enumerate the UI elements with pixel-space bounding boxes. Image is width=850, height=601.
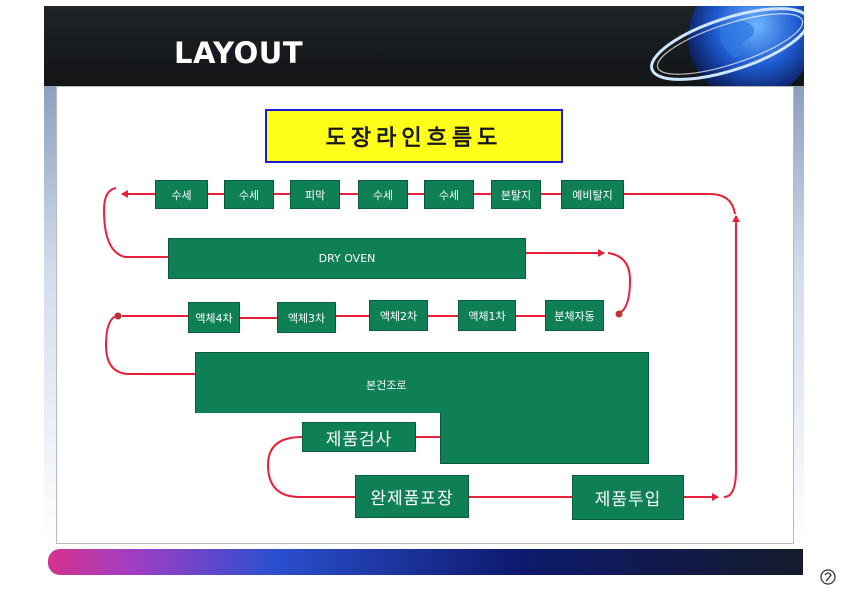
slide-title: LAYOUT bbox=[174, 36, 304, 70]
footer-bar bbox=[48, 549, 803, 575]
process-liquid-4: 액체4차 bbox=[188, 302, 240, 333]
process-inspection: 제품검사 bbox=[302, 422, 416, 452]
process-wash-3: 수세 bbox=[358, 180, 408, 209]
right-strip bbox=[792, 86, 804, 546]
process-liquid-1: 액체1차 bbox=[458, 300, 516, 331]
process-input: 제품투입 bbox=[572, 475, 684, 520]
process-coating: 피막 bbox=[290, 180, 340, 209]
globe-icon bbox=[640, 6, 804, 86]
drying-oven-lower-part bbox=[440, 412, 649, 464]
page-mark-icon bbox=[818, 567, 838, 587]
process-wash-2: 수세 bbox=[224, 180, 274, 209]
process-liquid-2: 액체2차 bbox=[369, 300, 428, 331]
process-liquid-3: 액체3차 bbox=[277, 302, 336, 333]
process-wash-4: 수세 bbox=[424, 180, 474, 209]
process-dry-oven: DRY OVEN bbox=[168, 238, 526, 279]
process-pre-degrease: 예비탈지 bbox=[561, 180, 624, 209]
left-strip bbox=[44, 86, 56, 546]
process-packing: 완제품포장 bbox=[355, 475, 469, 518]
process-main-drying-oven: 본건조로 bbox=[195, 352, 649, 413]
process-main-degrease: 본탈지 bbox=[491, 180, 541, 209]
process-powder-auto: 분체자동 bbox=[545, 300, 604, 331]
process-wash-1: 수세 bbox=[155, 180, 208, 209]
diagram-heading: 도장라인흐름도 bbox=[265, 109, 563, 163]
